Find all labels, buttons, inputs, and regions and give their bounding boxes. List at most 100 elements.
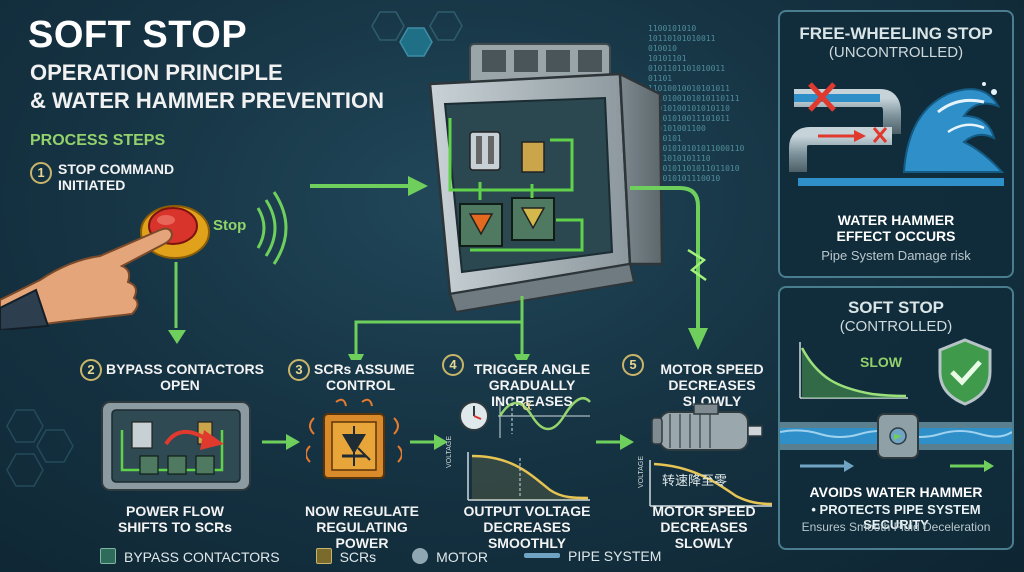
legend-label-pipe: PIPE SYSTEM bbox=[568, 548, 662, 564]
caption-motor-speed-line2: DECREASES SLOWLY bbox=[660, 519, 748, 551]
binary-row: 010010 bbox=[648, 44, 677, 53]
shield-check-icon bbox=[938, 338, 992, 406]
scr-chip-illustration bbox=[306, 398, 402, 479]
step-1-label-line2: INITIATED bbox=[58, 177, 126, 193]
legend-swatch-scrs bbox=[315, 548, 332, 564]
motor-speed-annotation: 转速降至零 bbox=[662, 474, 728, 489]
caption-motor-speed-line1: MOTOR SPEED bbox=[652, 503, 756, 519]
arrow-down-icon bbox=[168, 330, 186, 344]
caption-regulate-line1: NOW REGULATE bbox=[304, 503, 420, 519]
arrow-right-icon bbox=[410, 434, 448, 450]
caption-power-flow-line1: POWER FLOW bbox=[126, 503, 224, 519]
caption-power-flow: POWER FLOW SHIFTS TO SCRs bbox=[100, 503, 250, 535]
binary-row: 01101010101011000110 bbox=[648, 144, 745, 153]
binary-row: 0110101 bbox=[648, 134, 682, 143]
hand-icon bbox=[0, 227, 174, 330]
smooth-fluid-note: Ensures Smooth Fluid Deceleration bbox=[801, 520, 991, 534]
binary-row: 010101001100 bbox=[648, 124, 706, 133]
water-hammer-effect-line1: WATER HAMMER bbox=[837, 212, 955, 228]
voltage-axis-label: VOLTAGE bbox=[446, 435, 453, 468]
step-2-number: 2 bbox=[80, 359, 102, 381]
water-hammer-illustration bbox=[789, 82, 1004, 192]
arrow-right-icon bbox=[596, 434, 634, 450]
legend-item-pipe: PIPE SYSTEM bbox=[524, 548, 661, 565]
legend: BYPASS CONTACTORS SCRs MOTOR PIPE SYSTEM bbox=[100, 548, 680, 565]
binary-row: 1010101101011011010 bbox=[648, 164, 740, 173]
binary-row: 01101 bbox=[648, 74, 673, 83]
bypass-contactor-illustration bbox=[101, 401, 251, 491]
step-4-label-line1: TRIGGER ANGLE bbox=[473, 361, 591, 377]
binary-row: 10110101010011 bbox=[648, 34, 716, 43]
step-2-label-line1: BYPASS CONTACTORS bbox=[106, 361, 264, 377]
power-flow-arrows bbox=[310, 176, 708, 360]
legend-item-scrs: SCRs bbox=[315, 548, 377, 565]
smooth-pipe-illustration bbox=[780, 413, 1012, 472]
page-subtitle-line1: OPERATION PRINCIPLE bbox=[30, 60, 283, 85]
caption-regulate-line2: REGULATING POWER bbox=[316, 519, 408, 551]
legend-item-motor: MOTOR bbox=[412, 548, 488, 565]
legend-swatch-motor bbox=[412, 548, 429, 564]
step-5-label: MOTOR SPEED DECREASES SLOWLY bbox=[646, 361, 778, 409]
avoids-water-hammer: AVOIDS WATER HAMMER bbox=[809, 484, 983, 500]
step-1-number: 1 bbox=[30, 162, 52, 184]
pipe-damage-risk: Pipe System Damage risk bbox=[821, 248, 971, 263]
slow-label: SLOW bbox=[860, 354, 902, 370]
step-4-number: 4 bbox=[442, 354, 464, 376]
page-subtitle-line2: & WATER HAMMER PREVENTION bbox=[30, 88, 385, 113]
hexagon-decoration bbox=[371, 11, 463, 57]
step-2-label: BYPASS CONTACTORS OPEN bbox=[106, 361, 264, 393]
step-3-number: 3 bbox=[288, 359, 310, 381]
step-5-number: 5 bbox=[622, 354, 644, 376]
binary-row: 10101010011101011 bbox=[648, 114, 730, 123]
step-3-label: SCRs ASSUME CONTROL bbox=[314, 361, 415, 393]
free-wheeling-subtitle: (UNCONTROLLED) bbox=[828, 44, 964, 61]
soft-stop-title: SOFT STOP bbox=[847, 298, 945, 317]
step-1-label: STOP COMMAND INITIATED bbox=[58, 161, 174, 193]
legend-label-bypass: BYPASS CONTACTORS bbox=[124, 549, 280, 565]
binary-row: 1100101010 bbox=[648, 24, 697, 33]
sleeve-icon bbox=[0, 288, 50, 330]
binary-row: 01010100101010110 bbox=[648, 104, 730, 113]
soft-stop-panel: SOFT STOP (CONTROLLED) SLOW AVOIDS WATER… bbox=[778, 286, 1014, 550]
water-hammer-effect-line2: EFFECT OCCURS bbox=[836, 228, 956, 244]
process-steps-heading: PROCESS STEPS bbox=[30, 132, 166, 149]
caption-power-flow-line2: SHIFTS TO SCRs bbox=[117, 519, 233, 535]
step-4-label: TRIGGER ANGLE GRADUALLY INCREASES bbox=[452, 361, 612, 409]
binary-row: 0101101101010011 bbox=[648, 64, 726, 73]
stop-label: Stop bbox=[213, 217, 247, 234]
step-3-label-line1: SCRs ASSUME bbox=[314, 361, 415, 377]
soft-stop-decay-chart bbox=[799, 342, 908, 399]
alpha-symbol: α bbox=[522, 396, 533, 414]
voltage-axis-label-motor: VOLTAGE bbox=[638, 455, 645, 488]
legend-label-scrs: SCRs bbox=[339, 549, 377, 565]
legend-label-motor: MOTOR bbox=[436, 549, 489, 565]
hand-pressing-stop-illustration bbox=[0, 191, 288, 330]
binary-row: 101010101110010 bbox=[648, 174, 721, 183]
binary-row: 1011010101110 bbox=[648, 154, 711, 163]
step-2-label-line2: OPEN bbox=[160, 377, 200, 393]
step-3-label-line2: CONTROL bbox=[326, 377, 396, 393]
binary-row: 11010010010101011 bbox=[648, 84, 730, 93]
caption-output-voltage-line1: OUTPUT VOLTAGE bbox=[463, 503, 591, 519]
free-wheeling-panel: FREE-WHEELING STOP (UNCONTROLLED) WATER … bbox=[778, 10, 1014, 278]
water-hammer-effect: WATER HAMMER EFFECT OCCURS bbox=[780, 212, 1012, 244]
protects-pipe-system: • PROTECTS PIPE SYSTEM SECURITY bbox=[811, 502, 981, 532]
motor-illustration bbox=[649, 403, 773, 507]
page-title: SOFT STOP bbox=[28, 14, 248, 56]
soft-stop-subtitle: (CONTROLLED) bbox=[839, 318, 953, 335]
binary-row: 10101101 bbox=[648, 54, 687, 63]
caption-motor-speed: MOTOR SPEED DECREASES SLOWLY bbox=[630, 503, 778, 551]
step-1-label-line1: STOP COMMAND bbox=[58, 161, 175, 177]
legend-item-bypass: BYPASS CONTACTORS bbox=[100, 548, 280, 565]
caption-output-voltage-line2: DECREASES SMOOTHLY bbox=[483, 519, 571, 551]
arrow-right-icon bbox=[262, 434, 300, 450]
caption-regulate: NOW REGULATE REGULATING POWER bbox=[290, 503, 434, 551]
legend-swatch-bypass bbox=[100, 548, 116, 564]
legend-swatch-pipe bbox=[524, 553, 561, 558]
caption-output-voltage: OUTPUT VOLTAGE DECREASES SMOOTHLY bbox=[444, 503, 610, 551]
free-wheeling-title: FREE-WHEELING STOP bbox=[799, 24, 993, 43]
binary-row: 1010100101010110111 bbox=[648, 94, 740, 103]
trigger-angle-voltage-chart bbox=[459, 397, 591, 501]
step-5-label-line1: MOTOR SPEED bbox=[660, 361, 764, 377]
